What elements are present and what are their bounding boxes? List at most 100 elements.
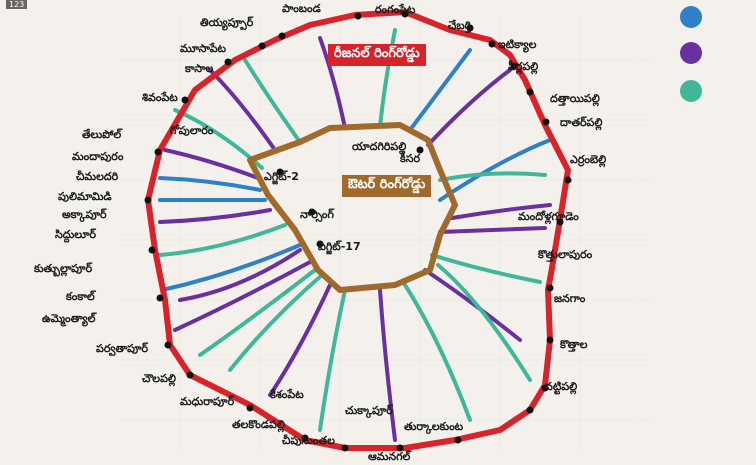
place-label: కాసాల	[184, 62, 214, 75]
junction-dot	[258, 42, 266, 50]
junction-dot	[278, 32, 286, 40]
junction-dot	[276, 168, 284, 176]
place-label: కంకాల్	[65, 290, 97, 303]
junction-dot	[556, 218, 564, 226]
place-label: తేలుపోల్	[82, 128, 123, 141]
place-label: ఆమనగల్	[368, 450, 413, 463]
junction-dot	[148, 246, 156, 254]
radial-road	[426, 68, 512, 147]
radial-road	[178, 248, 302, 302]
radial-road	[158, 208, 272, 224]
radial-road	[430, 253, 542, 284]
junction-dot	[401, 10, 409, 18]
regional-ring-label: రీజనల్ రింగ్‌రోడ్డు	[334, 46, 420, 61]
radial-road	[408, 48, 472, 132]
radial-road	[403, 283, 472, 422]
regional-ring-banner: రీజనల్ రింగ్‌రోడ్డు	[328, 44, 426, 66]
junction-dot	[341, 444, 349, 452]
place-label: ఇటిక్యాల	[498, 38, 537, 53]
place-label: దత్తాయిపల్లి	[550, 92, 600, 107]
radial-road	[158, 176, 262, 192]
place-label: చౌలపల్లి	[142, 372, 176, 387]
radial-road	[438, 138, 552, 202]
place-label: సిద్దులూర్	[55, 228, 96, 243]
place-label: చీపునుంతల	[282, 434, 335, 447]
place-label: జనగాం	[554, 292, 586, 305]
junction-dot	[564, 176, 572, 184]
place-label: తియ్యప్పూర్	[200, 16, 254, 31]
junction-dot	[526, 406, 534, 414]
radial-road	[160, 243, 302, 292]
junction-dot	[546, 336, 554, 344]
radial-road	[378, 28, 397, 128]
place-label: ఎగ్జిట్-17	[318, 240, 361, 255]
radial-road	[423, 268, 522, 342]
junction-dot	[144, 196, 152, 204]
radial-road	[268, 283, 332, 397]
junction-dot	[466, 24, 474, 32]
place-label: నార్సింగ్	[300, 208, 335, 223]
place-label: చీమలదరి	[76, 170, 119, 183]
place-label: చేబర్తి	[448, 19, 472, 33]
junction-dot	[454, 436, 462, 444]
junction-dot	[542, 118, 550, 126]
place-label: ఎర్రంబెల్లి	[570, 153, 606, 168]
outer-ring-road	[247, 122, 458, 293]
junction-dot	[316, 240, 324, 248]
place-label: యాదగిరిపల్లి	[352, 140, 406, 155]
blue-legend-dot	[680, 6, 702, 28]
junction-dot	[354, 12, 362, 20]
radial-road	[378, 288, 397, 442]
green-legend-dot	[680, 80, 702, 102]
place-label: మందాపురం	[72, 150, 124, 163]
radial-road	[228, 273, 324, 372]
junction-dot	[164, 341, 172, 349]
purple-legend-dot	[680, 42, 702, 64]
junction-dot	[416, 146, 424, 154]
place-label: మధురాపూర్	[180, 395, 235, 408]
radial-road	[163, 148, 260, 180]
radial-road	[173, 260, 312, 332]
place-label: కొత్తాల	[559, 338, 588, 352]
outer-ring-banner: ఔటర్ రింగ్‌రోడ్డు	[342, 175, 432, 197]
place-label: గోపులారం	[170, 124, 214, 137]
place-label: తుర్కాలకుంట	[404, 420, 464, 434]
radial-road	[208, 68, 277, 152]
junction-dot	[186, 371, 194, 379]
junction-dot	[154, 148, 162, 156]
junction-dot	[541, 384, 549, 392]
junction-dot	[488, 40, 496, 48]
place-label: కీసర	[399, 152, 420, 165]
radial-road	[158, 223, 287, 257]
junction-dot	[156, 294, 164, 302]
junction-dot	[396, 444, 404, 452]
radial-road	[318, 36, 347, 130]
radial-road	[450, 203, 552, 220]
place-label: కుత్బుల్లాపూర్	[33, 262, 93, 277]
place-label: పర్వతాపూర్	[96, 342, 148, 356]
place-label: ఎగ్జిట్-2	[264, 170, 299, 185]
place-label: మూసాపేట	[180, 42, 227, 55]
place-label: చుక్కాపూర్	[345, 404, 393, 418]
junction-dot	[181, 96, 189, 104]
radial-roads	[158, 28, 552, 442]
place-label: కేశంపేట	[269, 388, 304, 401]
junction-dot	[526, 88, 534, 96]
place-label: వట్టిపల్లి	[545, 380, 577, 395]
radial-road	[243, 58, 302, 144]
radial-road	[438, 226, 547, 234]
junction-dot	[510, 62, 518, 70]
junction-dot	[308, 208, 316, 216]
junction-dot	[546, 284, 554, 292]
place-label: తలకొండపల్లి	[232, 418, 285, 433]
place-label: పీర్లపల్లి	[508, 60, 538, 75]
place-label: మందోళ్లగూడెం	[518, 210, 579, 225]
place-label: పాంబండ	[282, 2, 322, 15]
place-label: దాతర్‌పల్లి	[560, 116, 602, 131]
junction-dot	[301, 434, 309, 442]
radial-road	[198, 268, 317, 357]
place-label: శివంపేట	[142, 91, 178, 104]
